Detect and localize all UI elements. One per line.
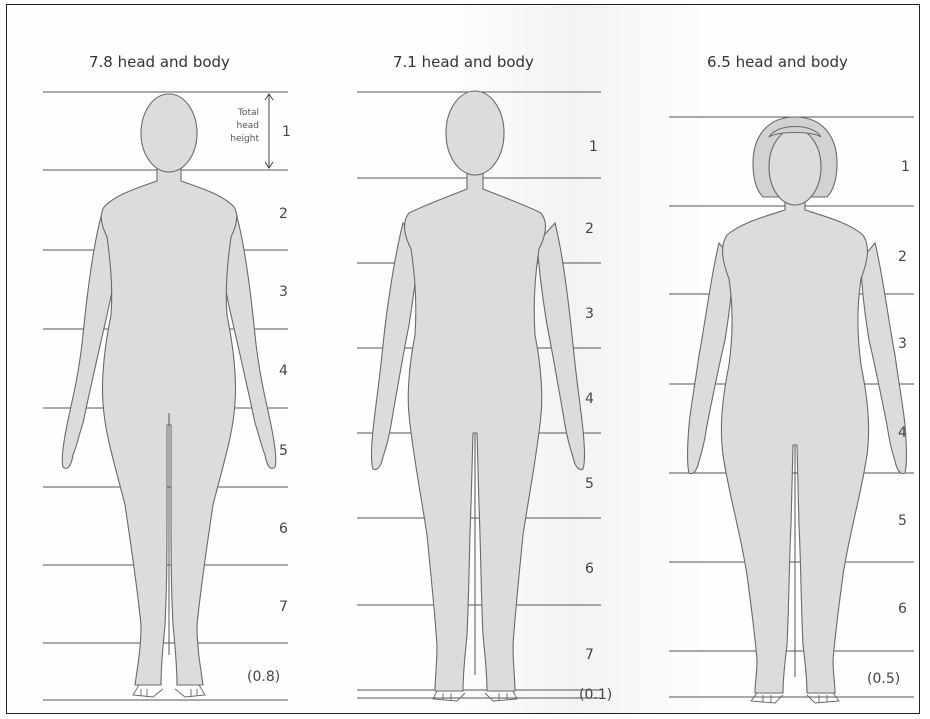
proportions-diagram: 7.8 head and body Total head height — [7, 5, 919, 713]
body-silhouette — [62, 94, 276, 697]
annotation-line: Total — [237, 108, 259, 118]
figure-7-8-heads: 7.8 head and body Total head height — [43, 53, 291, 700]
diagram-frame: 7.8 head and body Total head height — [6, 4, 920, 714]
figure-title: 6.5 head and body — [707, 53, 848, 71]
body-silhouette — [688, 117, 907, 703]
body-silhouette — [372, 91, 585, 701]
unit-number: 2 — [279, 206, 288, 222]
unit-number: 2 — [585, 221, 594, 237]
remainder-label: (0.8) — [247, 669, 280, 685]
annotation-line: head — [237, 121, 259, 131]
remainder-label: (0.1) — [579, 687, 612, 703]
unit-number: 3 — [898, 336, 907, 352]
unit-number: 3 — [279, 284, 288, 300]
unit-number: 2 — [898, 249, 907, 265]
unit-number: 5 — [898, 513, 907, 529]
figure-7-1-heads: 7.1 head and body 1 2 3 4 5 6 — [357, 53, 612, 703]
unit-number: 3 — [585, 306, 594, 322]
unit-number: 4 — [898, 425, 907, 441]
unit-number: 6 — [585, 561, 594, 577]
figure-title: 7.1 head and body — [393, 53, 534, 71]
unit-number: 6 — [279, 521, 288, 537]
figure-title: 7.8 head and body — [89, 53, 230, 71]
remainder-label: (0.5) — [867, 671, 900, 687]
unit-number: 1 — [589, 139, 598, 155]
unit-number: 7 — [585, 647, 594, 663]
unit-number: 7 — [279, 599, 288, 615]
unit-number: 1 — [901, 159, 910, 175]
unit-number: 6 — [898, 601, 907, 617]
unit-number: 1 — [282, 124, 291, 140]
unit-number: 4 — [279, 363, 288, 379]
unit-number: 5 — [585, 476, 594, 492]
figure-6-5-heads: 6.5 head and body 1 2 3 4 — [669, 53, 914, 703]
unit-number: 5 — [279, 443, 288, 459]
annotation-line: height — [230, 134, 259, 144]
head-height-bracket: Total head height — [230, 94, 273, 168]
unit-number: 4 — [585, 391, 594, 407]
